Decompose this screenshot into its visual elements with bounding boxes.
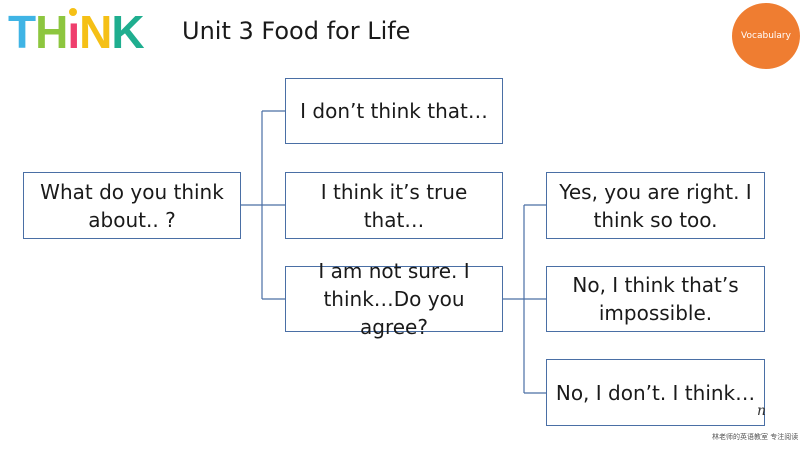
branch-box-2: I think it’s true that… — [285, 172, 503, 239]
unit-title: Unit 3 Food for Life — [182, 17, 411, 45]
logo-letter-n: N — [79, 6, 112, 58]
branch-box-3: I am not sure. I think…Do you agree? — [285, 259, 503, 339]
logo-letter-h: H — [35, 6, 68, 58]
logo-letter-k: K — [111, 6, 144, 58]
watermark-text: 林老师的英语教室 专注阅读 — [712, 433, 799, 441]
signature-mark: n — [757, 403, 767, 419]
response-box-1: Yes, you are right. I think so too. — [546, 172, 765, 239]
logo-letter-i: ı — [67, 6, 80, 58]
response-box-3: No, I don’t. I think… — [546, 359, 765, 426]
response-box-2: No, I think that’s impossible. — [546, 266, 765, 332]
logo-letter-t: T — [8, 6, 36, 58]
branch-box-1: I don’t think that… — [285, 78, 503, 144]
root-question-box: What do you think about.. ? — [23, 172, 241, 239]
think-logo: THıNK — [8, 6, 145, 58]
vocabulary-badge[interactable]: Vocabulary — [732, 3, 800, 69]
